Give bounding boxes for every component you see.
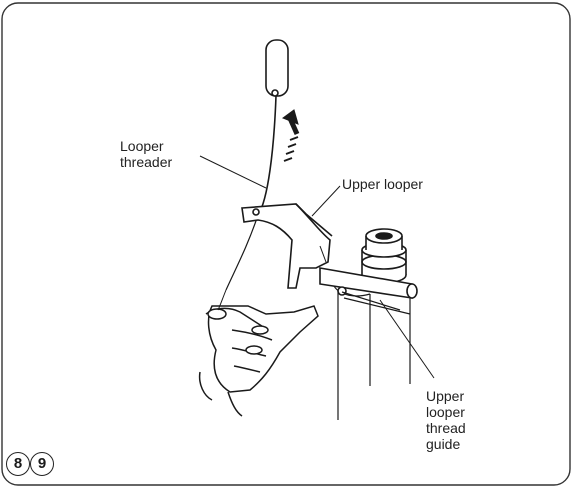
thread-lines	[338, 290, 410, 420]
upper-looper-label: Upper looper	[342, 176, 423, 192]
pull-up-arrow-icon	[283, 110, 298, 161]
thread-guide-leader	[380, 300, 434, 378]
upper-looper-arm	[242, 204, 332, 288]
step-number-badge: 8	[6, 452, 30, 476]
upper-looper-thread-guide-label: Upper looper thread guide	[426, 388, 466, 452]
hand-illustration	[200, 306, 318, 416]
step-number-badge: 9	[30, 452, 54, 476]
upper-looper-leader	[312, 186, 340, 216]
thread-spool	[362, 229, 406, 283]
looper-threader-tool	[226, 40, 288, 290]
looper-threader-label: Looper threader	[120, 138, 172, 170]
looper-threader-leader	[200, 156, 266, 188]
